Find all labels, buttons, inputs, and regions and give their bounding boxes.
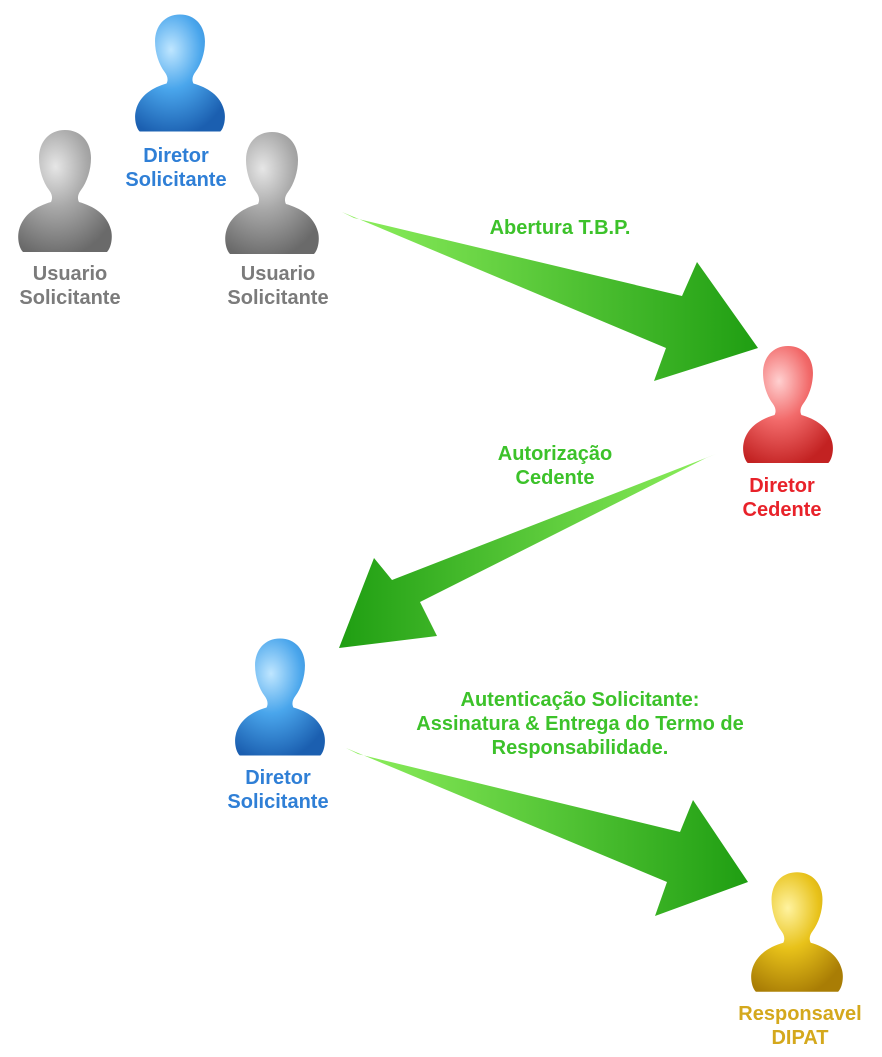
dipat-line2: DIPAT (771, 1027, 829, 1049)
user-left-line2: Solicitante (19, 287, 121, 309)
director-cedente-line2: Cedente (742, 499, 822, 521)
director-cedente-label: Diretor Cedente (743, 474, 822, 522)
step-authentication-line1: Autenticação Solicitante: (460, 689, 700, 711)
step-authentication-line3: Responsabilidade. (491, 737, 669, 759)
person-icon-director-cedente (743, 345, 833, 464)
dipat-line1: Responsavel (738, 1003, 862, 1025)
step-authentication-line2: Assinatura & Entrega do Termo de (416, 713, 744, 735)
person-icon-user-right (225, 132, 319, 254)
director-top-line1: Diretor (143, 145, 209, 167)
user-right-line2: Solicitante (227, 287, 329, 309)
step-authorization-line1: Autorização (497, 443, 613, 465)
dipat-label: Responsavel DIPAT (738, 1002, 861, 1050)
arrow-icon-opening (342, 212, 758, 381)
step-authentication-label: Autenticação Solicitante: Assinatura & E… (416, 688, 743, 760)
director-bottom-line2: Solicitante (227, 791, 329, 813)
person-icon-dipat (751, 872, 843, 992)
step-opening-label: Abertura T.B.P. (490, 216, 631, 240)
director-cedente-line1: Diretor (749, 475, 815, 497)
step-authorization-line2: Cedente (515, 467, 595, 489)
person-icon-director-bottom (235, 638, 325, 756)
director-bottom-label: Diretor Solicitante (227, 766, 328, 814)
director-top-line2: Solicitante (125, 169, 227, 191)
user-right-line1: Usuario (240, 263, 316, 285)
person-icon-user-left (18, 130, 112, 252)
user-right-label: Usuario Solicitante (227, 262, 328, 310)
arrow-icon-authorization (339, 454, 716, 648)
step-authorization-label: Autorização Cedente (498, 442, 612, 490)
step-opening-line1: Abertura T.B.P. (489, 217, 631, 239)
director-bottom-line1: Diretor (245, 767, 311, 789)
user-left-label: Usuario Solicitante (19, 262, 120, 310)
director-top-label: Diretor Solicitante (125, 144, 226, 192)
user-left-line1: Usuario (32, 263, 108, 285)
arrow-icon-authentication (346, 748, 748, 916)
person-icon-director-top (135, 14, 225, 132)
